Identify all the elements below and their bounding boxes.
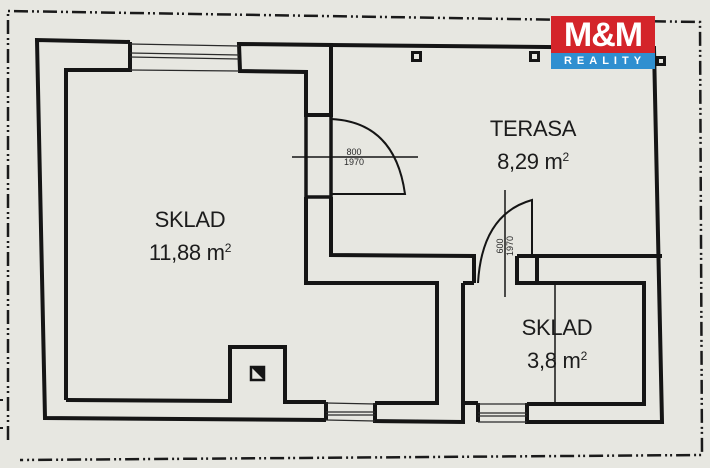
door-dim-600: 600 1970 [495, 228, 515, 264]
room-label-sklad-large: SKLAD 11,88 m2 [135, 205, 245, 267]
room-label-sklad-small: SKLAD 3,8 m2 [502, 313, 612, 375]
room-name: SKLAD [521, 315, 593, 340]
door-width: 800 [346, 147, 362, 157]
door-swings [292, 118, 556, 404]
property-boundary [6, 9, 704, 462]
door-dim-800: 800 1970 [336, 147, 372, 167]
door-openings [304, 115, 519, 283]
room-label-terasa: TERASA 8,29 m2 [478, 114, 588, 176]
vent-icon [249, 365, 266, 382]
door-height: 1970 [343, 157, 365, 167]
door-width: 600 [495, 238, 505, 254]
logo-sub: REALITY [551, 53, 655, 69]
room-area: 8,29 m2 [497, 149, 569, 174]
room-name: TERASA [489, 116, 577, 141]
posts [411, 51, 666, 66]
room-area: 3,8 m2 [527, 348, 587, 373]
room-name: SKLAD [154, 207, 226, 232]
logo-brand: M&M [551, 16, 655, 54]
windows [129, 43, 527, 423]
edge-ticks [0, 399, 3, 429]
mm-reality-logo: M&M REALITY [551, 16, 655, 69]
room-area: 11,88 m2 [148, 240, 232, 265]
door-height: 1970 [505, 235, 515, 257]
